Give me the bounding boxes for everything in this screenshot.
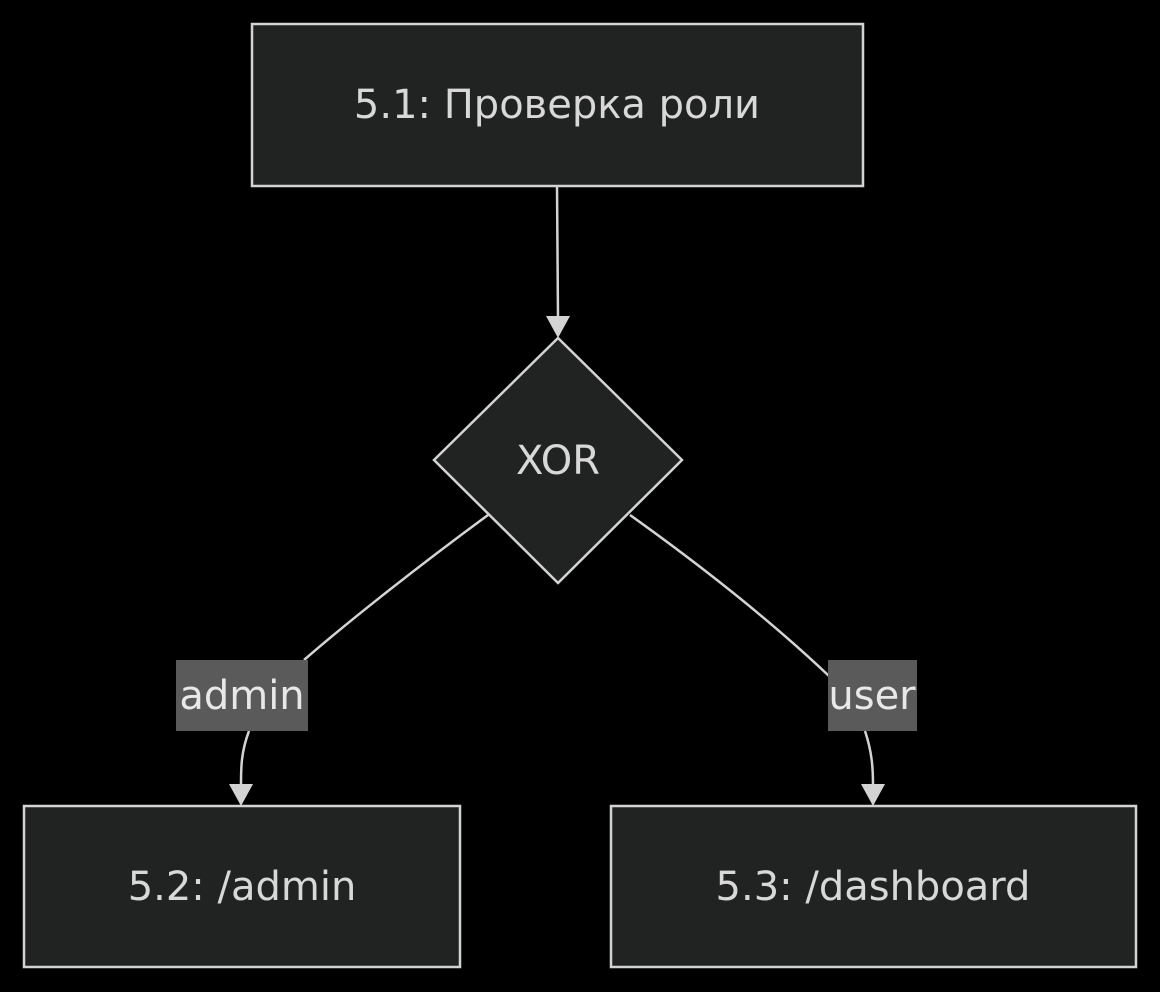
edge-label-user-text: user [828,673,916,719]
node-dashboard-page-label: 5.3: /dashboard [716,864,1031,910]
node-admin-page-label: 5.2: /admin [128,864,357,910]
arrowhead [546,316,570,338]
node-dashboard-page[interactable]: 5.3: /dashboard [609,804,1138,969]
edge-check-to-xor [546,185,570,338]
edge-label-user: user [828,660,917,731]
edge-label-admin: admin [176,660,308,731]
edge-label-admin-text: admin [179,673,304,719]
node-check-role-label: 5.1: Проверка роли [354,82,760,128]
edge-xor-to-dashboard [629,513,885,806]
arrowhead [229,784,253,806]
node-xor-label: XOR [516,438,600,484]
node-check-role[interactable]: 5.1: Проверка роли [250,22,865,188]
arrowhead [861,784,885,806]
node-admin-page[interactable]: 5.2: /admin [22,804,462,969]
node-xor-gateway[interactable]: XOR [432,336,684,585]
edge-xor-to-admin [229,513,489,806]
